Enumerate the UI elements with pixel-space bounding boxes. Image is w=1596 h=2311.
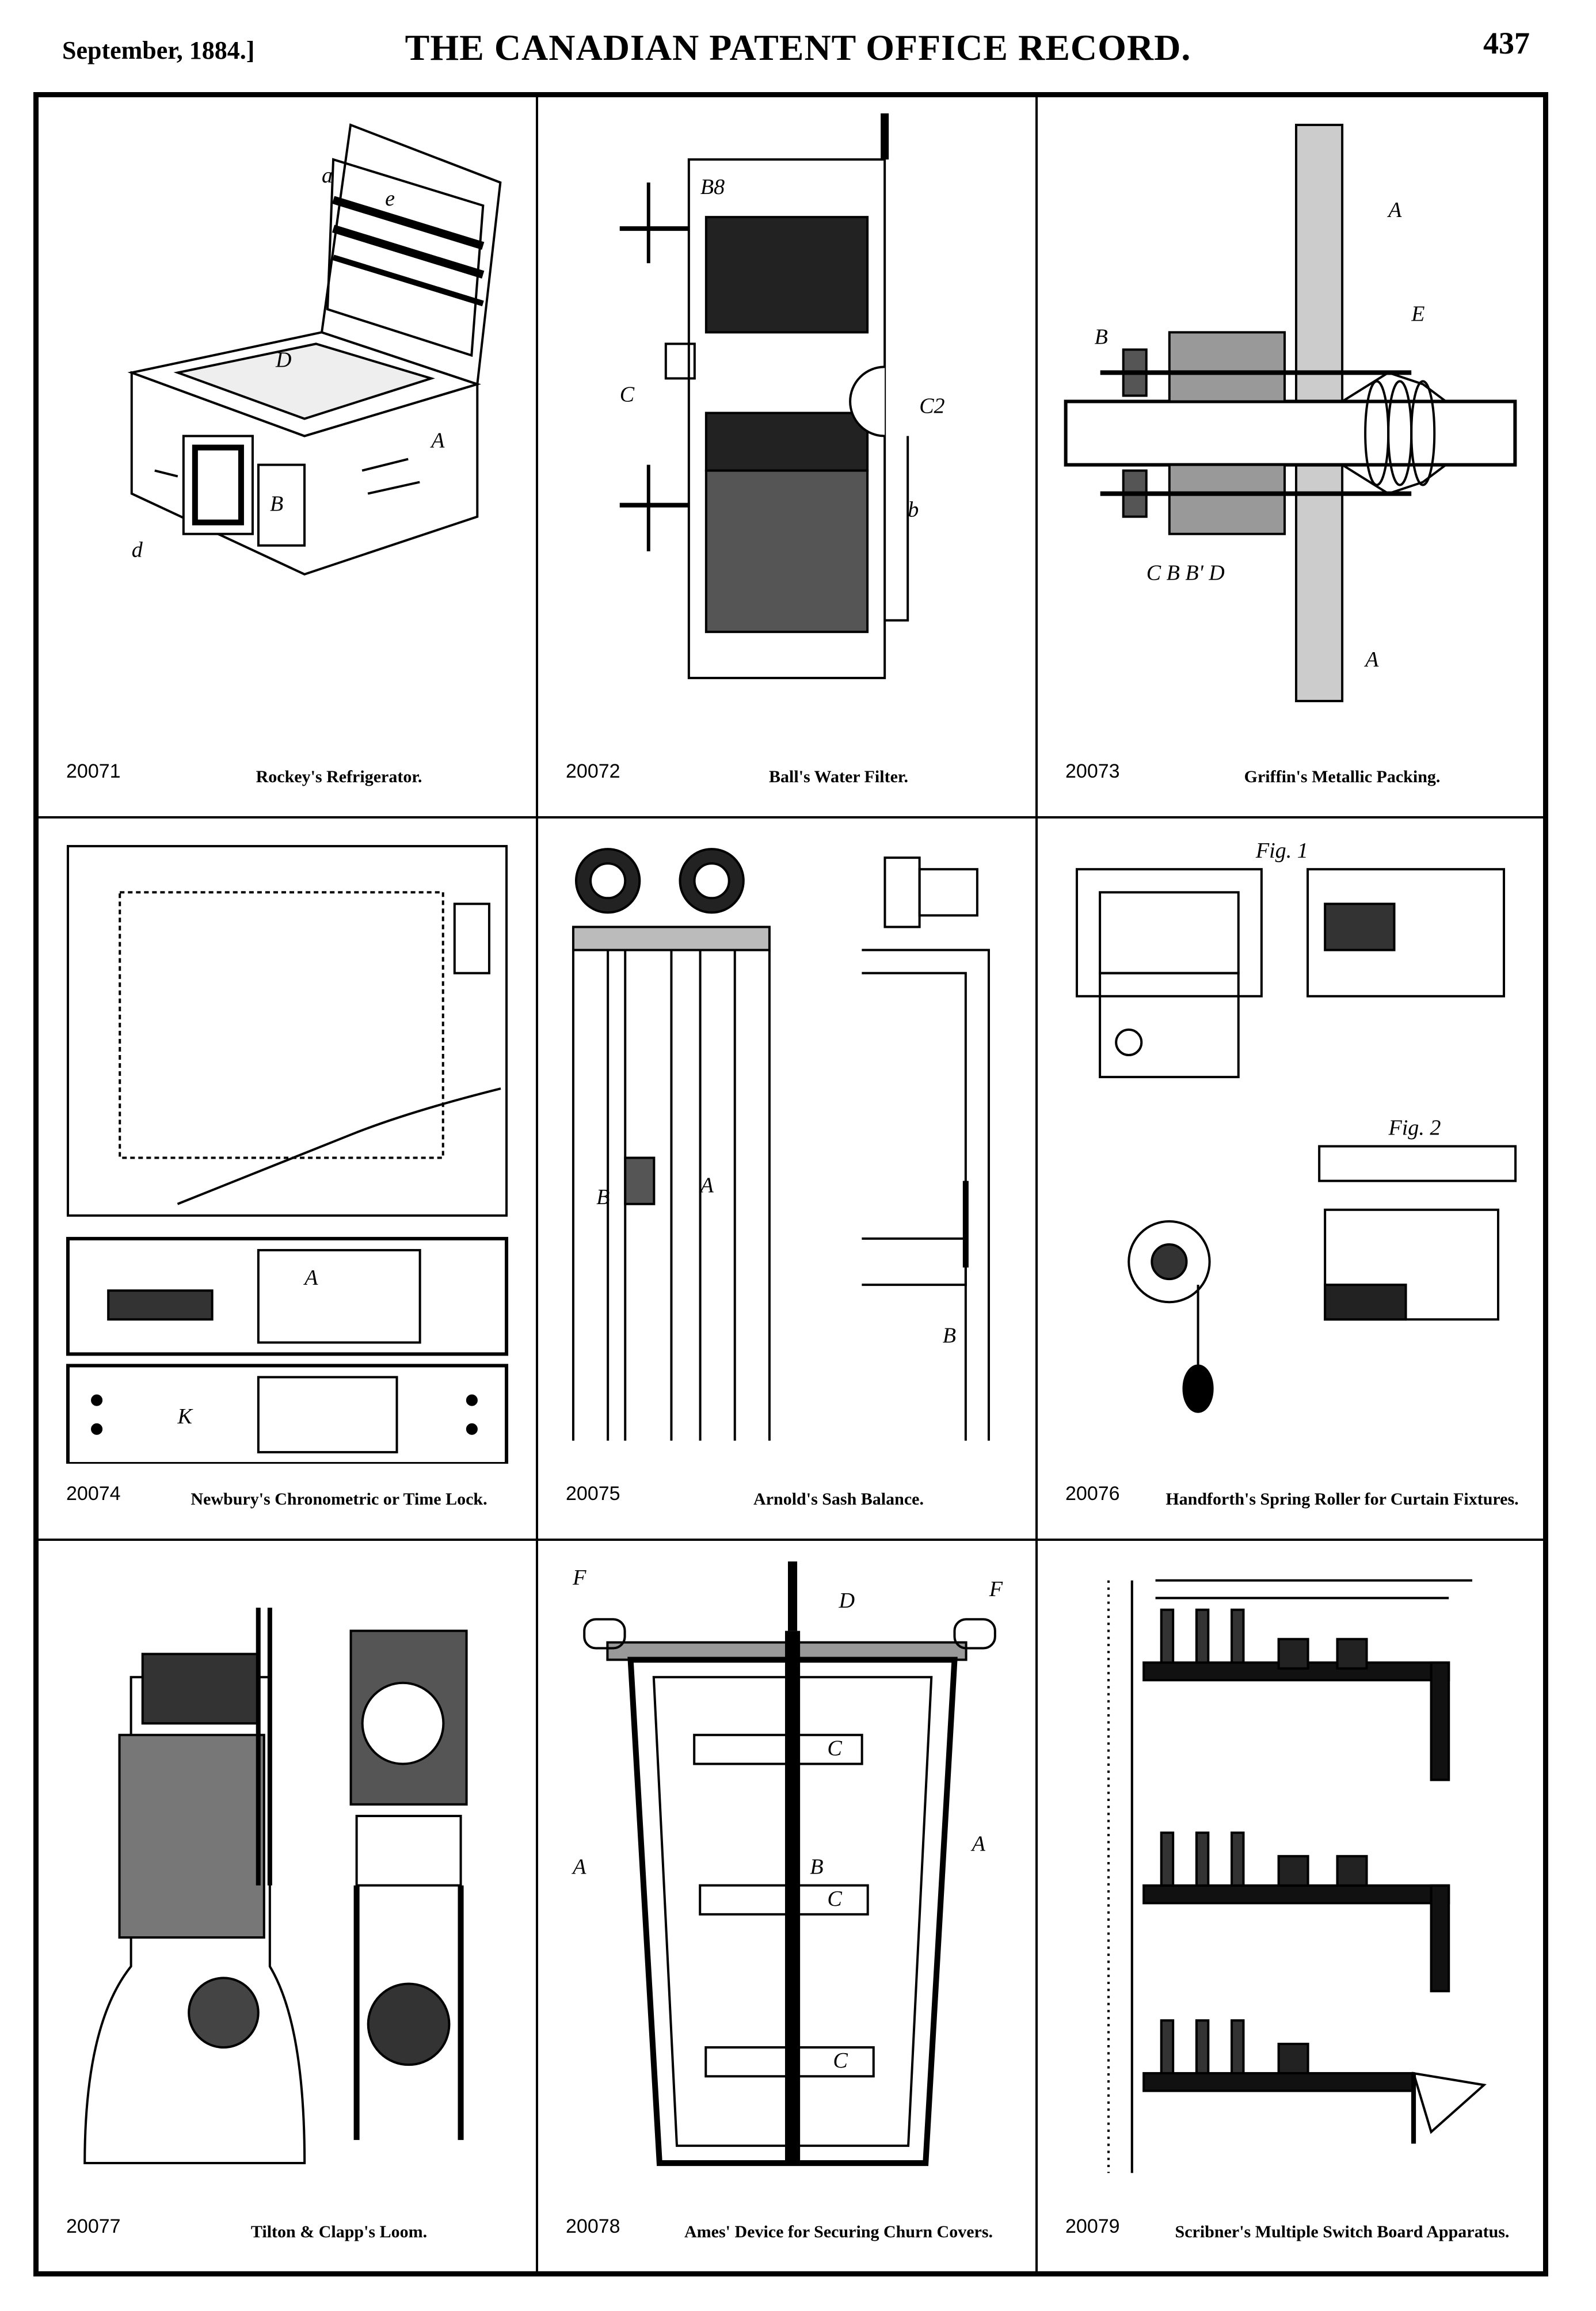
svg-text:B: B <box>1095 325 1108 349</box>
switch-board-drawing <box>1061 1557 1520 2196</box>
patent-cell-20075: A B B 20075 Arnold's Sash Balance. <box>538 818 1038 1541</box>
patent-caption: Tilton & Clapp's Loom. <box>250 2222 428 2241</box>
svg-text:b: b <box>908 498 919 522</box>
patent-cell-20073: A E B C B B' D A 20073 Griffin's Metalli… <box>1038 97 1543 818</box>
patent-cell-20077: 20077 Tilton & Clapp's Loom. <box>39 1541 538 2271</box>
patent-caption: Scribner's Multiple Switch Board Apparat… <box>1175 2222 1510 2241</box>
patent-caption: Arnold's Sash Balance. <box>753 1489 924 1509</box>
svg-text:B: B <box>810 1855 823 1879</box>
patent-number: 20078 <box>566 2215 620 2237</box>
page-number: 437 <box>1483 26 1530 60</box>
svg-text:F: F <box>572 1566 586 1590</box>
svg-text:e: e <box>385 186 395 211</box>
patent-figure-grid: D B A d e a 20071 Rockey's Refrigerator. <box>33 92 1548 2276</box>
patent-caption: Handforth's Spring Roller for Curtain Fi… <box>1165 1489 1519 1509</box>
patent-number: 20079 <box>1065 2215 1120 2237</box>
svg-text:A: A <box>970 1832 986 1856</box>
svg-text:F: F <box>989 1577 1003 1601</box>
patent-cell-20076: Fig. 1 Fig. 2 20076 Handforth's Spring R… <box>1038 818 1543 1541</box>
metallic-packing-drawing: A E B C B B' D A <box>1061 113 1520 741</box>
svg-text:Fig. 1: Fig. 1 <box>1255 839 1308 863</box>
patent-number: 20077 <box>66 2215 121 2237</box>
svg-text:Fig. 2: Fig. 2 <box>1388 1115 1441 1140</box>
svg-text:B: B <box>270 492 283 516</box>
patent-cell-20079: 20079 Scribner's Multiple Switch Board A… <box>1038 1541 1543 2271</box>
patent-caption: Griffin's Metallic Packing. <box>1244 767 1441 786</box>
patent-cell-20072: C C2 b B8 20072 Ball's Water Filter. <box>538 97 1038 818</box>
time-lock-drawing: K A <box>62 835 513 1464</box>
svg-text:A: A <box>571 1855 586 1879</box>
patent-cell-20074: K A 20074 Newbury's Chronometric or Time… <box>39 818 538 1541</box>
patent-cell-20071: D B A d e a 20071 Rockey's Refrigerator. <box>39 97 538 818</box>
patent-caption: Ball's Water Filter. <box>769 767 908 786</box>
svg-text:C2: C2 <box>919 394 944 418</box>
svg-text:A: A <box>699 1174 714 1198</box>
patent-number: 20074 <box>66 1483 121 1505</box>
svg-text:B: B <box>943 1323 956 1347</box>
patent-number: 20073 <box>1065 760 1120 782</box>
refrigerator-drawing: D B A d e a <box>62 113 513 741</box>
svg-text:D: D <box>275 348 291 372</box>
patent-cell-20078: F D F A A B C C C 20078 Ames' Device for… <box>538 1541 1038 2271</box>
svg-text:C: C <box>833 2049 848 2073</box>
svg-text:A: A <box>1363 648 1379 672</box>
svg-text:K: K <box>177 1404 193 1429</box>
patent-caption: Newbury's Chronometric or Time Lock. <box>191 1489 487 1509</box>
patent-number: 20071 <box>66 760 121 782</box>
svg-text:C B B' D: C B B' D <box>1146 561 1225 585</box>
svg-text:C: C <box>620 382 635 406</box>
patent-number: 20075 <box>566 1483 620 1505</box>
svg-text:B: B <box>596 1185 610 1209</box>
churn-cover-drawing: F D F A A B C C C <box>561 1557 1012 2196</box>
svg-text:C: C <box>827 1736 842 1760</box>
patent-number: 20072 <box>566 760 620 782</box>
page-header: September, 1884.] THE CANADIAN PATENT OF… <box>0 0 1596 86</box>
svg-text:A: A <box>429 429 445 453</box>
svg-text:d: d <box>132 538 143 562</box>
issue-date: September, 1884.] <box>62 36 255 64</box>
loom-drawing <box>62 1557 513 2196</box>
patent-caption: Ames' Device for Securing Churn Covers. <box>684 2222 993 2241</box>
svg-text:B8: B8 <box>700 175 725 199</box>
svg-text:a: a <box>322 163 333 188</box>
sash-balance-drawing: A B B <box>561 835 1012 1464</box>
svg-text:E: E <box>1411 302 1424 326</box>
svg-text:A: A <box>1386 198 1402 222</box>
publication-title: THE CANADIAN PATENT OFFICE RECORD. <box>405 27 1191 68</box>
patent-number: 20076 <box>1065 1483 1120 1505</box>
patent-caption: Rockey's Refrigerator. <box>256 767 422 786</box>
svg-text:C: C <box>827 1887 842 1911</box>
water-filter-drawing: C C2 b B8 <box>561 113 1012 741</box>
spring-roller-drawing: Fig. 1 Fig. 2 <box>1061 835 1520 1464</box>
svg-text:A: A <box>303 1266 318 1290</box>
svg-text:D: D <box>838 1589 855 1613</box>
